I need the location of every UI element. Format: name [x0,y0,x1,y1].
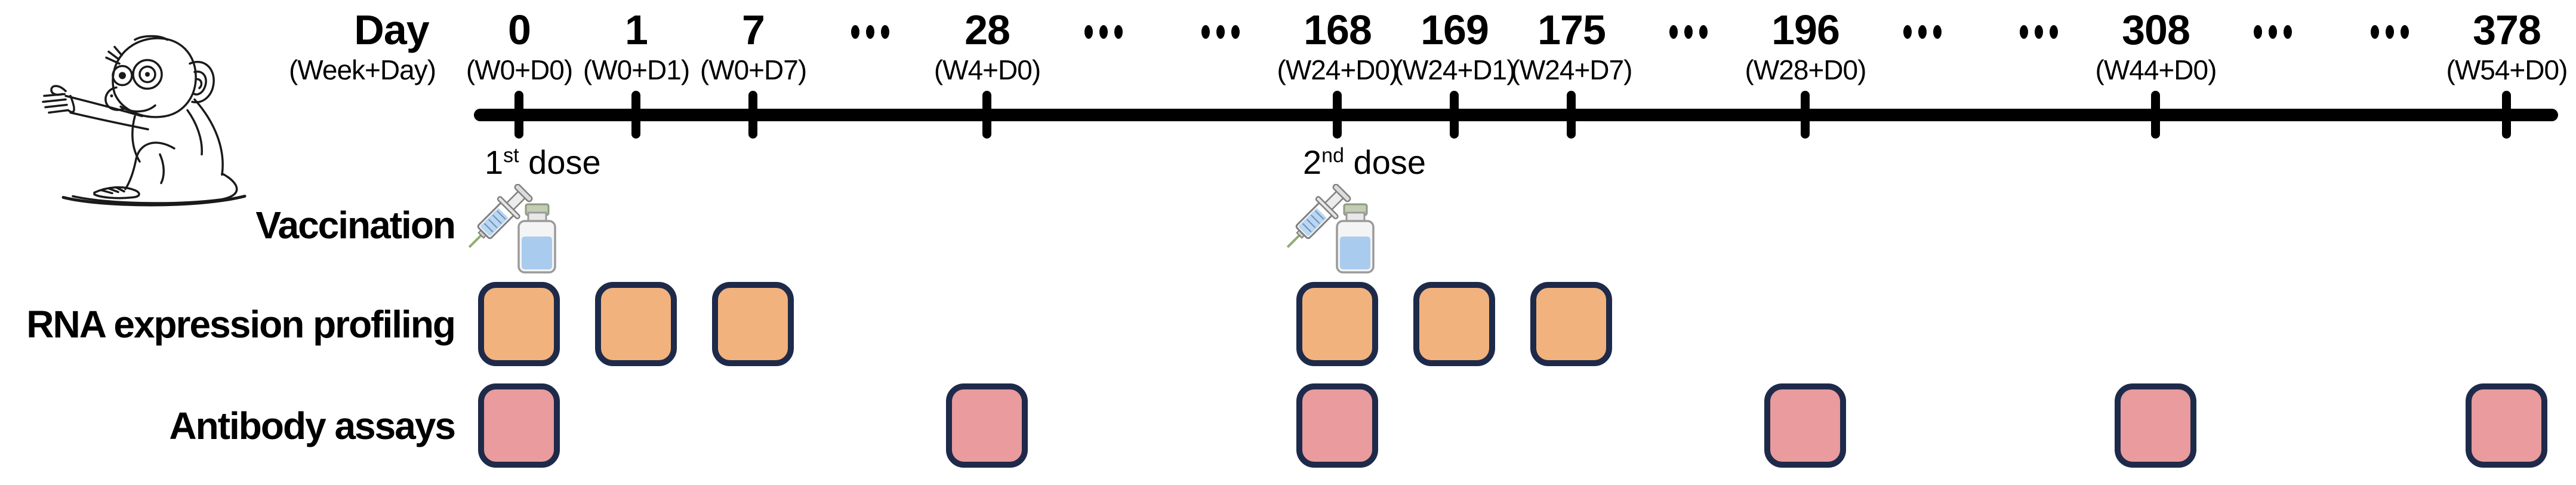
rna-sample-box-day-168 [1296,282,1378,366]
timeline-ellipsis [2318,6,2461,39]
day-number: 168 [1304,7,1372,53]
week-day-label: (W24+D0) [1277,54,1399,85]
timeline-slot-day-378: 378 (W54+D0) [2435,6,2576,86]
day-number: 28 [965,7,1010,53]
first-dose-label: 1st dose [485,143,601,181]
row-label-antibody-assays: Antibody assays [169,404,456,447]
rna-sample-box-day-175 [1530,282,1612,366]
week-day-label: (W24+D7) [1511,54,1633,85]
week-day-label: (W0+D7) [700,54,807,85]
timeline-tick-day-378 [2502,91,2511,139]
antibody-sample-box-day-308 [2115,383,2196,468]
row-label-rna-expression-profiling: RNA expression profiling [26,303,456,346]
timeline-tick-day-308 [2151,91,2160,139]
timeline-tick-day-0 [514,91,523,139]
timeline-tick-day-169 [1450,91,1459,139]
timeline-slot-day-7: 7 (W0+D7) [682,6,825,86]
timeline-tick-day-7 [748,91,757,139]
week-day-label: (W0+D1) [583,54,690,85]
timeline-slot-day-168: 168 (W24+D0) [1266,6,1409,86]
antibody-sample-box-day-0 [478,383,560,468]
ellipsis-dots-icon [2318,25,2461,39]
rna-sample-box-day-1 [595,282,677,366]
day-number: 0 [508,7,531,53]
day-number: 175 [1537,7,1606,53]
timeline-ellipsis [1851,6,1994,39]
timeline-ellipsis [1032,6,1175,39]
ellipsis-dots-icon [1967,25,2110,39]
second-dose-label: 2nd dose [1303,143,1426,181]
timeline-ellipsis [799,6,942,39]
week-day-label: (W44+D0) [2095,54,2217,85]
timeline-slot-day-175: 175 (W24+D7) [1500,6,1643,86]
timeline-slot-day-0: 0 (W0+D0) [448,6,591,86]
day-number: 169 [1421,7,1489,53]
ellipsis-dots-icon [1851,25,1994,39]
timeline-tick-day-175 [1567,91,1576,139]
week-day-label: (W28+D0) [1745,54,1867,85]
antibody-sample-box-day-168 [1296,383,1378,468]
day-number: 378 [2473,7,2541,53]
ellipsis-dots-icon [2201,25,2344,39]
week-day-header: (Week+Day) [288,54,436,85]
week-day-label: (W0+D0) [466,54,573,85]
day-number: 196 [1771,7,1840,53]
timeline-slot-day-1: 1 (W0+D1) [565,6,708,86]
ellipsis-dots-icon [799,25,942,39]
rna-sample-box-day-7 [712,282,794,366]
timeline-ellipsis [2201,6,2344,39]
vial [1336,203,1375,274]
rna-sample-box-day-169 [1413,282,1495,366]
rna-sample-box-day-0 [478,282,560,366]
timeline-slot-day-28: 28 (W4+D0) [916,6,1059,86]
timeline-tick-day-196 [1801,91,1810,139]
day-header: Day [354,7,429,53]
ellipsis-dots-icon [1617,25,1760,39]
timeline-bar [474,109,2558,121]
syringe-vial-icon-dose-1 [461,184,562,277]
week-day-label: (W24+D1) [1394,54,1516,85]
vial [517,203,556,274]
timeline-ellipsis [1617,6,1760,39]
day-number: 308 [2122,7,2190,53]
monkey-icon [18,25,281,207]
timeline-tick-day-1 [631,91,640,139]
timeline-slot-day-169: 169 (W24+D1) [1383,6,1526,86]
timeline-slot-day-196: 196 (W28+D0) [1734,6,1877,86]
row-label-vaccination: Vaccination [255,204,456,247]
timeline-slot-day-308: 308 (W44+D0) [2084,6,2227,86]
syringe [1286,184,1351,248]
timeline-tick-day-168 [1333,91,1342,139]
timeline-tick-day-28 [982,91,991,139]
ellipsis-dots-icon [1032,25,1175,39]
syringe [468,184,533,248]
timeline-ellipsis [1967,6,2110,39]
day-number: 1 [625,7,648,53]
antibody-sample-box-day-28 [946,383,1028,468]
antibody-sample-box-day-378 [2466,383,2547,468]
ellipsis-dots-icon [1149,25,1292,39]
week-day-label: (W54+D0) [2446,54,2568,85]
week-day-label: (W4+D0) [933,54,1041,85]
syringe-vial-icon-dose-2 [1279,184,1381,277]
antibody-sample-box-day-196 [1764,383,1846,468]
day-number: 7 [742,7,765,53]
timeline-ellipsis [1149,6,1292,39]
